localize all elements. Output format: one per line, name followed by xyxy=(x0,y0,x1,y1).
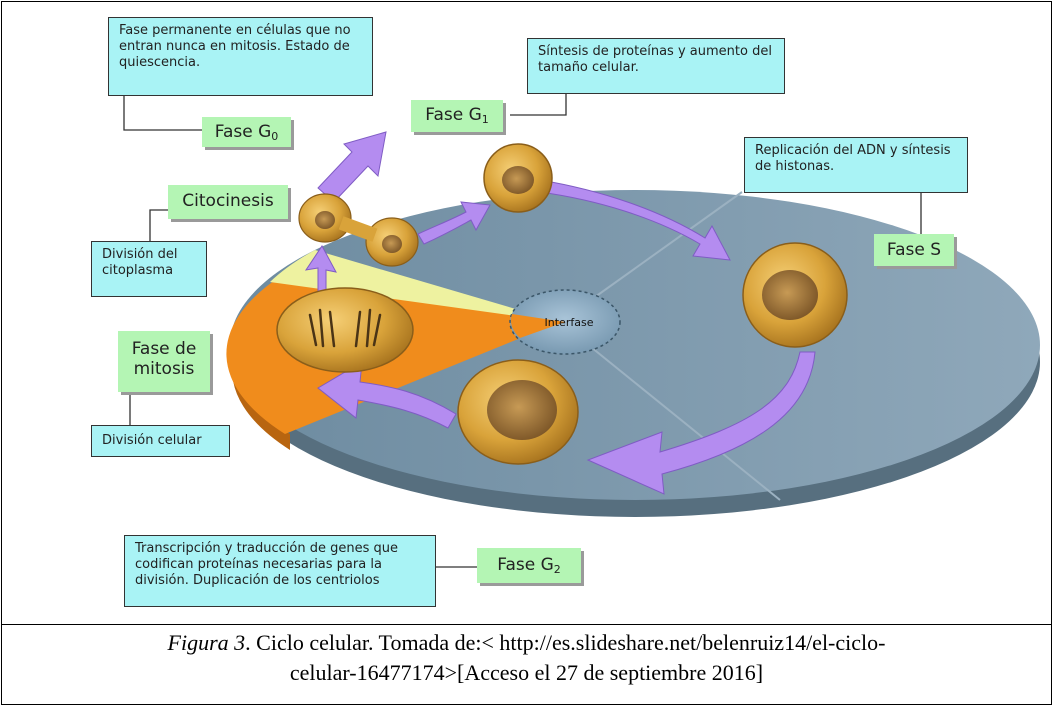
mitosis-phase-label: Fase de mitosis xyxy=(132,339,197,379)
s-phase-box: Fase S xyxy=(874,234,954,266)
figure-caption: Figura 3. Ciclo celular. Tomada de:< htt… xyxy=(2,628,1051,688)
cell-g2 xyxy=(458,360,578,464)
cell-s xyxy=(743,243,847,347)
g0-phase-subscript: 0 xyxy=(271,130,278,143)
caption-divider xyxy=(1,624,1052,625)
g2-description-box: Transcripción y traducción de genes que … xyxy=(124,535,436,607)
g1-description: Síntesis de proteínas y aumento del tama… xyxy=(538,44,772,75)
g2-description: Transcripción y traducción de genes que … xyxy=(135,541,398,588)
g2-phase-box: Fase G2 xyxy=(477,548,581,583)
mitosis-phase-box: Fase de mitosis xyxy=(118,331,210,392)
cytokinesis-box: Citocinesis xyxy=(168,185,288,219)
g2-phase-label: Fase G xyxy=(497,555,554,575)
s-description-box: Replicación del ADN y síntesis de histon… xyxy=(744,137,968,193)
cytokinesis-label: Citocinesis xyxy=(182,191,273,211)
caption-text-line1: . Ciclo celular. Tomada de:< http://es.s… xyxy=(245,630,885,655)
interphase-label: Interfase xyxy=(545,316,594,329)
g0-phase-box: Fase G0 xyxy=(202,117,291,147)
arrow-to-g0 xyxy=(318,132,386,202)
g1-phase-box: Fase G1 xyxy=(411,100,503,132)
g0-phase-label: Fase G xyxy=(215,122,272,142)
figure-label: Figura 3 xyxy=(168,630,246,655)
mitosis-description-box: División celular xyxy=(91,425,230,457)
cell-g1 xyxy=(484,144,552,212)
s-phase-label: Fase S xyxy=(887,240,941,260)
g2-phase-subscript: 2 xyxy=(554,563,561,576)
s-description: Replicación del ADN y síntesis de histon… xyxy=(755,143,951,174)
caption-text-line2: celular-16477174>[Acceso el 27 de septie… xyxy=(2,658,1051,688)
g0-description-box: Fase permanente en células que no entran… xyxy=(108,17,373,96)
cytokinesis-description: División del citoplasma xyxy=(102,247,178,278)
g1-description-box: Síntesis de proteínas y aumento del tama… xyxy=(527,38,785,94)
cell-mitosis xyxy=(277,288,413,372)
g0-description: Fase permanente en células que no entran… xyxy=(119,23,351,70)
mitosis-description: División celular xyxy=(102,433,202,448)
g1-phase-subscript: 1 xyxy=(482,113,489,126)
g1-phase-label: Fase G xyxy=(425,105,482,125)
cytokinesis-description-box: División del citoplasma xyxy=(91,241,207,297)
